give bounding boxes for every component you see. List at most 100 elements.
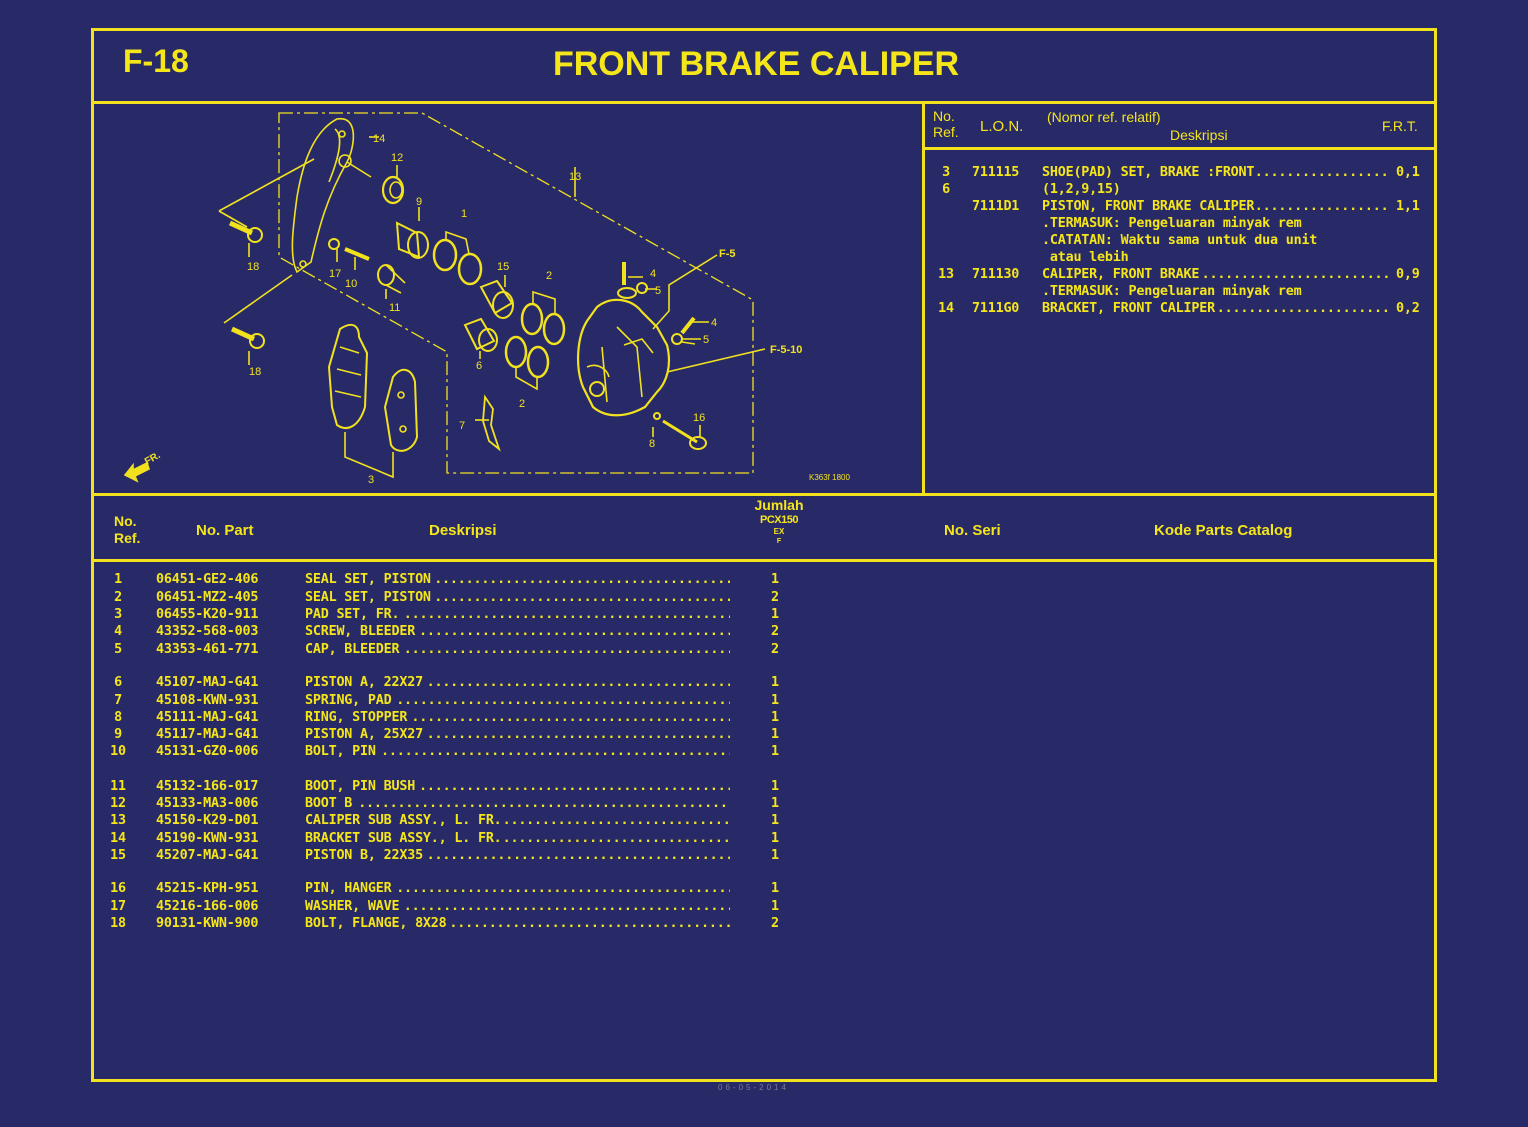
frt-lon: 711115 [972,165,1020,180]
divider [922,147,1434,150]
parts-header-catalog: Kode Parts Catalog [1154,522,1293,539]
part-desc: SEAL SET, PISTON [305,572,431,587]
frt-lon: 711130 [972,267,1020,282]
divider [94,559,1434,562]
frt-desc: .CATATAN: Waktu sama untuk dua unit [1042,233,1318,248]
part-number: 45207-MAJ-G41 [156,848,259,863]
part-desc: SEAL SET, PISTON [305,590,431,605]
part-desc: CAP, BLEEDER [305,642,400,657]
part-qty: 1 [771,881,779,896]
frt-row: atau lebih [94,249,1434,266]
part-ref: 13 [110,813,126,828]
part-ref: 18 [110,916,126,931]
part-number: 45131-GZ0-006 [156,744,259,759]
diagram-ref-label: 4 [711,317,717,329]
diagram-labels: 12234455678910111213141516171818F-5F-5-1… [143,133,850,486]
frt-desc: BRACKET, FRONT CALIPER [1042,301,1215,316]
diagram-ref-label: 18 [247,261,259,273]
parts-table-row: 10 45131-GZ0-006 BOLT, PIN................… [94,743,794,760]
part-number: 45117-MAJ-G41 [156,727,259,742]
part-desc: PIN, HANGER [305,881,392,896]
section-callout[interactable]: F-5-10 [770,344,802,356]
frt-header-ref: Ref. [933,124,959,140]
part-qty: 1 [771,796,779,811]
part-desc: PISTON A, 22X27 [305,675,423,690]
page-title-text: FRONT BRAKE CALIPER [552,45,960,83]
leader-dots: ........................................… [419,779,730,794]
part-qty: 1 [771,693,779,708]
frt-ref: 6 [942,182,950,197]
leader-dots: ........................................… [502,813,730,828]
part-ref: 10 [110,744,126,759]
parts-header-qty: Jumlah PCX150 EX F [744,497,814,546]
section-callout[interactable]: F-5 [719,248,736,260]
part-qty: 2 [771,642,779,657]
parts-header-desc: Deskripsi [429,522,497,539]
page-footer-date: 06-05-2014 [718,1083,789,1092]
frt-header-no-ref: No. Ref. [933,108,959,140]
parts-header-no: No. [114,513,137,529]
part-desc: CALIPER SUB ASSY., L. FR. [305,813,502,828]
leader-dots: ........................................… [396,881,730,896]
leader-dots: ........................................… [403,642,730,657]
frt-desc: PISTON, FRONT BRAKE CALIPER [1042,199,1255,214]
leader-dots: ........................................… [1201,267,1389,282]
leader-dots: ........................................… [426,675,730,690]
part-desc: BOLT, FLANGE, 8X28 [305,916,447,931]
diagram-ref-label: 2 [546,270,552,282]
part-desc: BOOT B [305,796,353,811]
leader-dots: ........................................… [403,899,730,914]
divider [94,493,1434,496]
frt-row: .TERMASUK: Pengeluaran minyak rem [94,283,1434,300]
diagram-ref-label: 3 [368,474,374,486]
part-desc: WASHER, WAVE [305,899,400,914]
part-number: 45132-166-017 [156,779,259,794]
leader-dots: ........................................… [381,744,730,759]
parts-header-part-no: No. Part [196,522,254,539]
part-number: 90131-KWN-900 [156,916,259,931]
part-number: 45133-MA3-006 [156,796,259,811]
part-qty: 1 [771,744,779,759]
part-ref: 17 [110,899,126,914]
page-title: FRONT BRAKE CALIPER [94,45,1434,84]
frt-value: 0,9 [1396,267,1420,282]
frt-desc: .TERMASUK: Pengeluaran minyak rem [1042,216,1302,231]
frt-header-frt: F.R.T. [1382,118,1418,134]
part-qty: 1 [771,607,779,622]
part-ref: 4 [114,624,122,639]
part-number: 45108-KWN-931 [156,693,259,708]
drawing-code: K363f 1800 [809,473,850,482]
part-qty: 2 [771,624,779,639]
parts-header-model: PCX150 [760,514,798,526]
diagram-ref-label: 16 [693,412,705,424]
part-qty: 1 [771,899,779,914]
frt-value: 0,1 [1396,165,1420,180]
diagram-ref-label: 6 [476,360,482,372]
part-qty: 1 [771,848,779,863]
part-qty: 1 [771,572,779,587]
part-number: 45111-MAJ-G41 [156,710,259,725]
part-ref: 16 [110,881,126,896]
diagram-ref-label: 10 [345,278,357,290]
diagram-ref-label: 15 [497,261,509,273]
part-desc: BOLT, PIN [305,744,376,759]
part-desc: SPRING, PAD [305,693,392,708]
part-qty: 1 [771,813,779,828]
diagram-ref-label: 11 [389,302,400,314]
part-desc: BRACKET SUB ASSY., L. FR. [305,831,502,846]
part-desc: PAD SET, FR. [305,607,400,622]
frt-ref: 3 [942,165,950,180]
part-ref: 2 [114,590,122,605]
frt-row: .TERMASUK: Pengeluaran minyak rem [94,215,1434,232]
divider [922,101,925,496]
